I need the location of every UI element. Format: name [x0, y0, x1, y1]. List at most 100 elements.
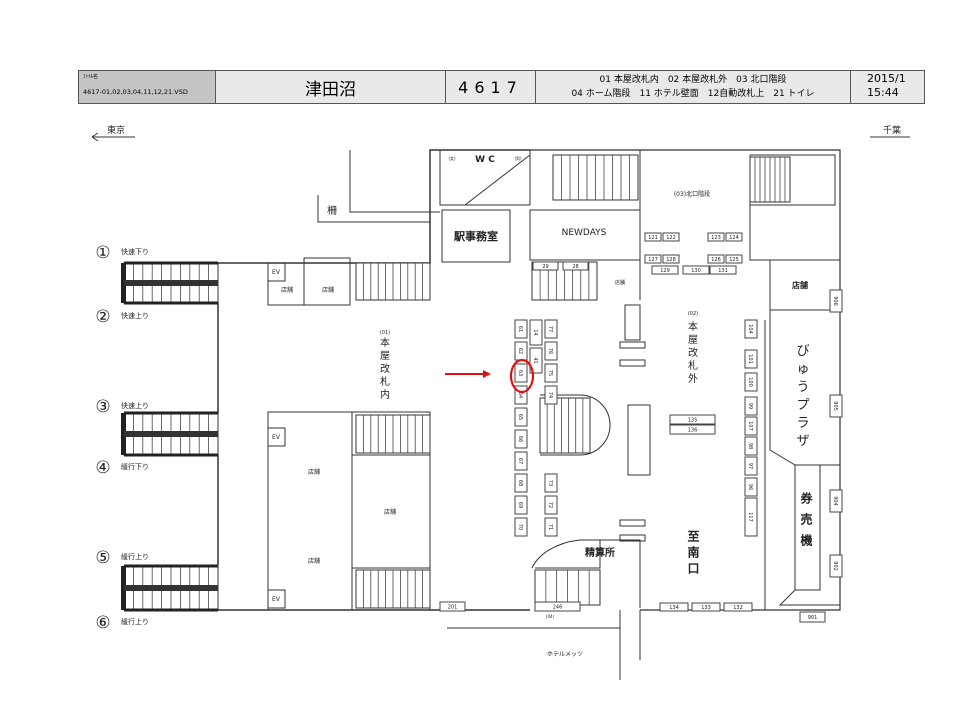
ad-slot-136[interactable]: 136: [669, 424, 716, 435]
ad-slot-201[interactable]: 201: [439, 601, 466, 612]
inside-gate-code: (01): [380, 330, 390, 336]
ad-slot-75[interactable]: 75: [544, 363, 558, 383]
ad-slot-126[interactable]: 126: [707, 254, 725, 264]
ad-slot-100[interactable]: 100: [744, 372, 758, 392]
ad-slot-73[interactable]: 73: [544, 473, 558, 493]
platform-direction-4: 緩行下り: [121, 462, 149, 471]
ad-slot-904[interactable]: 904: [829, 489, 843, 513]
ad-slot-135[interactable]: 135: [669, 414, 716, 425]
ad-slot-99[interactable]: 99: [744, 396, 758, 416]
ad-slot-132[interactable]: 132: [723, 602, 753, 612]
ad-slot-label: 63: [517, 370, 523, 376]
ad-slot-label: 136: [688, 428, 698, 434]
ad-slot-71[interactable]: 71: [544, 517, 558, 537]
ad-slot-65[interactable]: 65: [514, 407, 528, 427]
ad-slot-label: 70: [517, 524, 523, 530]
shop-label: 店舗: [792, 280, 808, 290]
ad-slot-905[interactable]: 905: [829, 394, 843, 418]
platform-number-6: ⑥: [95, 613, 110, 633]
ad-slot-76[interactable]: 76: [544, 341, 558, 361]
ad-slot-label: 66: [517, 436, 523, 442]
ad-slot-14[interactable]: 14: [529, 319, 543, 346]
ad-slot-label: 71: [547, 524, 553, 530]
ad-slot-131[interactable]: 131: [709, 265, 737, 275]
ad-slot-246[interactable]: 246: [534, 601, 581, 612]
timestamp: 2015/1 15:44: [851, 71, 924, 103]
wc-label: W C: [475, 155, 495, 165]
west-arrow-icon: [91, 132, 135, 142]
ad-slot-134[interactable]: 134: [659, 602, 689, 612]
stairs: [121, 154, 791, 612]
shop-label: 店舗: [615, 279, 625, 286]
ad-slot-128[interactable]: 128: [662, 254, 680, 264]
ad-slot-label: 135: [688, 418, 698, 424]
ad-slot-130[interactable]: 130: [682, 265, 710, 275]
staircase: [749, 156, 791, 203]
shop-label: 店舗: [308, 468, 320, 476]
ad-slot-label: 100: [747, 377, 753, 387]
file-name-cell: ﾌｧｲﾙ名 4617-01,02,03,04,11,12,21.VSD: [79, 71, 216, 103]
ad-slot-123[interactable]: 123: [707, 232, 725, 242]
ad-slot-97[interactable]: 97: [744, 456, 758, 476]
ad-slot-label: 902: [832, 561, 838, 571]
ad-slot-66[interactable]: 66: [514, 429, 528, 449]
fence-label: 柵: [327, 204, 337, 217]
ad-slot-96[interactable]: 96: [744, 477, 758, 497]
ad-slot-101[interactable]: 101: [744, 349, 758, 369]
ad-slot-901[interactable]: 901: [799, 611, 826, 623]
ad-slot-label: 131: [718, 268, 728, 274]
wc-male-label: (男): [514, 156, 522, 161]
ad-slot-61[interactable]: 61: [514, 319, 528, 339]
platform-number-1: ①: [95, 243, 110, 263]
ad-slot-68[interactable]: 68: [514, 473, 528, 493]
ad-slot-label: 65: [517, 414, 523, 420]
ad-slot-117[interactable]: 117: [744, 497, 758, 537]
shop-label: 店舗: [308, 557, 320, 565]
ad-slot-label: 14: [532, 329, 538, 335]
ad-slot-129[interactable]: 129: [651, 265, 679, 275]
ad-slot-29[interactable]: 29: [532, 261, 559, 271]
ad-slot-77[interactable]: 77: [544, 319, 558, 339]
ad-slot-label: 98: [747, 443, 753, 449]
ad-slot-28[interactable]: 28: [562, 261, 589, 271]
north-stairs-label: (03)北口階段: [674, 190, 710, 198]
ad-slot-902[interactable]: 902: [829, 554, 843, 578]
platform-stairs-code: (04): [546, 614, 555, 619]
ad-slot-107[interactable]: 107: [744, 416, 758, 436]
ad-slot-label: 127: [648, 257, 658, 263]
platform-direction-5: 緩行上り: [121, 552, 149, 561]
ticket-machine-label: 券売機: [799, 492, 813, 555]
ad-slot-122[interactable]: 122: [662, 232, 680, 242]
staircase: [355, 569, 431, 609]
ad-slot-label: 124: [729, 235, 739, 241]
ad-slot-121[interactable]: 121: [644, 232, 662, 242]
ad-slot-label: 41: [532, 357, 538, 363]
ad-slot-label: 67: [517, 458, 523, 464]
ad-slot-67[interactable]: 67: [514, 451, 528, 471]
ad-slot-74[interactable]: 74: [544, 385, 558, 405]
shop-label: 店舗: [281, 286, 293, 294]
ad-slot-62[interactable]: 62: [514, 341, 528, 361]
staircase: [534, 569, 601, 606]
highlight-circle: [509, 358, 535, 394]
ad-slot-124[interactable]: 124: [725, 232, 743, 242]
ad-slot-127[interactable]: 127: [644, 254, 662, 264]
red-arrowhead-icon: [483, 370, 491, 378]
ad-slot-63[interactable]: 63: [514, 363, 528, 383]
ad-slot-label: 75: [547, 370, 553, 376]
ad-slot-69[interactable]: 69: [514, 495, 528, 515]
ad-slot-41[interactable]: 41: [529, 347, 543, 374]
staircase: [552, 154, 639, 201]
ad-slot-906[interactable]: 906: [829, 289, 843, 313]
fare-adjustment-label: 精算所: [585, 546, 615, 559]
ad-slot-72[interactable]: 72: [544, 495, 558, 515]
direction-chiba: 千葉: [883, 124, 901, 136]
ad-slot-98[interactable]: 98: [744, 436, 758, 456]
highlight-marker: [445, 358, 535, 394]
file-name-caption: ﾌｧｲﾙ名: [83, 74, 99, 80]
ad-slot-label: 28: [572, 264, 578, 270]
ad-slot-104[interactable]: 104: [744, 319, 758, 339]
ad-slot-70[interactable]: 70: [514, 517, 528, 537]
ad-slot-125[interactable]: 125: [725, 254, 743, 264]
ad-slot-133[interactable]: 133: [691, 602, 721, 612]
